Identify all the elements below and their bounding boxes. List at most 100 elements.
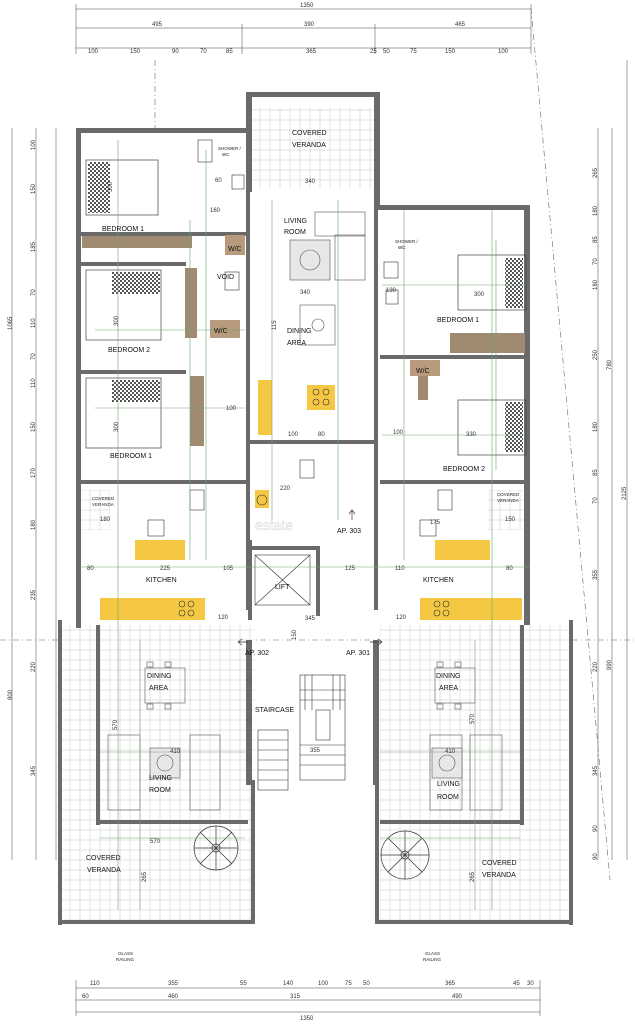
apartment-markers: AP. 302 AP. 301 AP. 303 [237, 509, 383, 657]
right-dim-item: 70 [593, 258, 599, 265]
label-covered-veranda-bl-2: VERANDA [87, 867, 121, 874]
left-dim-item: 150 [31, 183, 37, 194]
bottom-dim-item: 355 [168, 981, 179, 987]
dim-kitchen-item: 80 [87, 566, 94, 572]
right-dim-item: 180 [593, 279, 599, 290]
right-dim-item: 220 [593, 661, 599, 672]
right-dim-item: 355 [593, 569, 599, 580]
top-dim-item: 100 [498, 49, 509, 55]
dim-kitchen-item: 225 [160, 566, 171, 572]
dim-bed-top-300: 300 [108, 181, 114, 192]
dim-living-right-410: 410 [445, 749, 456, 755]
label-bedroom1-left: BEDROOM 1 [102, 226, 144, 233]
top-dim-465: 465 [455, 22, 466, 28]
wardrobes [82, 235, 525, 446]
left-dim-item: 100 [31, 139, 37, 150]
label-lift: LIFT [275, 584, 290, 591]
left-dim-outer: 1065 800 [8, 316, 14, 700]
top-dim-item: 100 [88, 49, 99, 55]
right-dim-item: 345 [593, 765, 599, 776]
dim-living-340: 340 [300, 290, 311, 296]
label-wc-left-2: W/C [214, 328, 228, 335]
label-dining-top-1: DINING [287, 328, 312, 335]
dining-living-bottom [107, 661, 503, 811]
left-dim-item: 70 [31, 353, 37, 360]
label-glass-railing-r2: RAILING [423, 957, 442, 962]
label-kitchen-left: KITCHEN [146, 577, 177, 584]
dim-kitchen-item: 125 [345, 566, 356, 572]
bottom-dim-item: 365 [445, 981, 456, 987]
label-bedroom2-left: BEDROOM 2 [108, 347, 150, 354]
label-living-left-2: ROOM [149, 787, 171, 794]
top-dim-item: 70 [200, 49, 207, 55]
label-living-left-1: LIVING [149, 775, 172, 782]
bottom-dim-item: 490 [452, 994, 463, 1000]
left-dim-1065: 1065 [8, 316, 14, 330]
right-dim-2125: 2125 [622, 486, 628, 500]
label-shower-wc-r2: WC [398, 245, 406, 250]
right-dim-outer: 780 2125 990 [607, 359, 628, 670]
label-dining-right-1: DINING [436, 673, 461, 680]
right-dim-item: 250 [593, 349, 599, 360]
label-covered-veranda-small-2: VERANDA [92, 502, 114, 507]
veranda-tiles-small-right [488, 490, 528, 530]
dim-bottom-570: 570 [150, 839, 161, 845]
label-ap303: AP. 303 [337, 528, 361, 535]
bottom-dim-item: 315 [290, 994, 301, 1000]
left-dim-item: 235 [31, 589, 37, 600]
dim-kitchen-item: 105 [223, 566, 234, 572]
dim-misc: 80 [318, 432, 325, 438]
label-glass-railing-l2: RAILING [116, 957, 135, 962]
bottom-dim-row1: 110 355 55 140 100 75 50 365 45 30 [90, 981, 534, 987]
top-dim-row2: 495 390 465 [152, 22, 466, 28]
bottom-dim-item: 100 [318, 981, 329, 987]
label-shower-wc-1: SHOWER / [218, 146, 242, 151]
living-furniture-top [289, 211, 366, 346]
left-dim-item: 150 [31, 421, 37, 432]
left-dim-800: 800 [8, 689, 14, 700]
label-shower-wc-r1: SHOWER / [395, 239, 419, 244]
top-dim-item: 75 [410, 49, 417, 55]
veranda-tiles-small-left [80, 490, 110, 530]
dim-living-left-570: 570 [113, 719, 119, 730]
label-covered-veranda-small-1: COVERED [92, 496, 115, 501]
dim-veranda-right-265: 265 [470, 871, 476, 882]
dim-dining-115: 115 [272, 320, 278, 330]
label-covered-veranda-top-1: COVERED [292, 130, 327, 137]
label-covered-veranda-bl-1: COVERED [86, 855, 121, 862]
dim-counter-item: 150 [292, 629, 298, 640]
top-dimensions [75, 4, 532, 54]
bathroom-fixtures [147, 139, 453, 537]
right-dim-inner: 265 180 85 70 180 250 180 85 70 355 220 … [593, 167, 599, 860]
bottom-dim-item: 140 [283, 981, 294, 987]
top-dim-item: 25 [370, 49, 377, 55]
dim-misc: 180 [100, 517, 111, 523]
bed-bedroom2-left [85, 269, 162, 341]
dim-veranda-340: 340 [305, 179, 316, 185]
hobs [178, 388, 450, 617]
walls [58, 92, 573, 925]
top-dim-495: 495 [152, 22, 163, 28]
top-dim-item: 90 [172, 49, 179, 55]
dim-misc: 175 [430, 520, 441, 526]
top-dim-item: 150 [445, 49, 456, 55]
central-staircase [257, 674, 346, 791]
bottom-dim-item: 60 [82, 994, 89, 1000]
label-dining-left-1: DINING [147, 673, 172, 680]
right-dim-item: 265 [593, 167, 599, 178]
beds [85, 159, 527, 456]
label-wc-left: W/C [228, 246, 242, 253]
dim-veranda-left-265: 265 [142, 871, 148, 882]
label-glass-railing-l1: GLASS [118, 951, 133, 956]
bed-bedroom1b-left [85, 377, 162, 449]
left-dim-item: 110 [31, 318, 37, 328]
bottom-dim-item: 45 [513, 981, 520, 987]
label-covered-veranda-small-r1: COVERED [497, 492, 520, 497]
left-dim-item: 70 [31, 289, 37, 296]
top-dim-overall: 1350 [300, 3, 314, 9]
dim-misc: 160 [210, 208, 221, 214]
structural-grid [80, 140, 530, 910]
label-bedroom1-right: BEDROOM 1 [437, 317, 479, 324]
label-dining-left-2: AREA [149, 685, 168, 692]
